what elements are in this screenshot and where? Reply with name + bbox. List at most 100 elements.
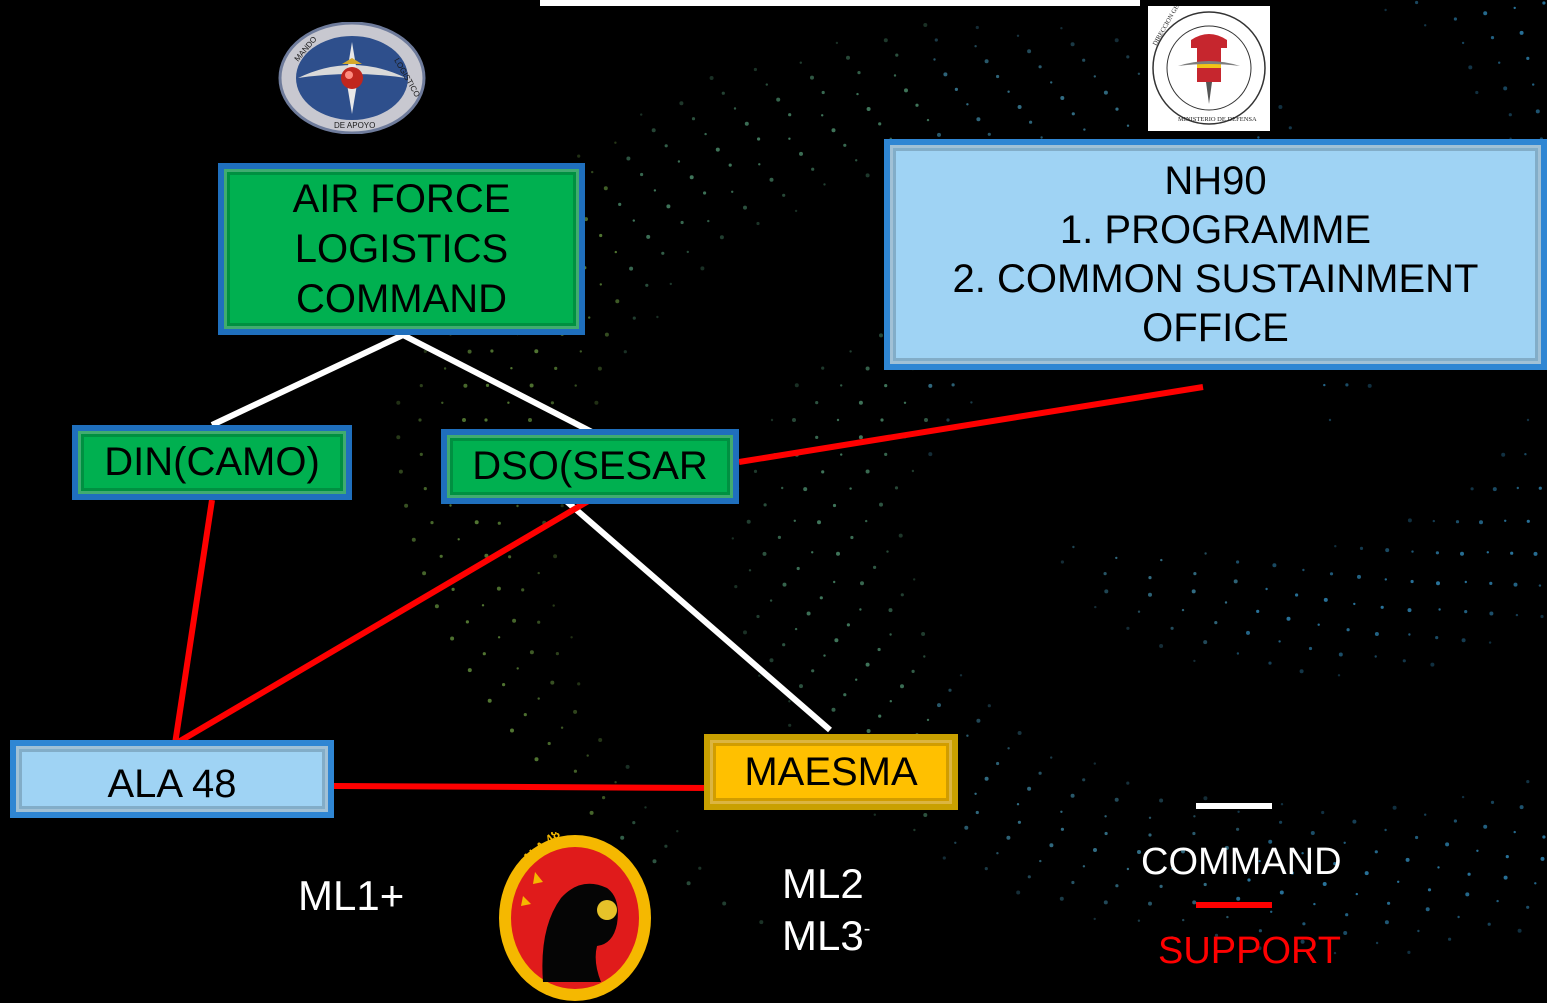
background-dot (588, 316, 591, 319)
background-dot (1352, 819, 1357, 824)
background-dot (1295, 593, 1299, 597)
background-dot (1257, 946, 1262, 951)
background-dot (1103, 900, 1108, 905)
background-dot (516, 667, 519, 670)
background-dot (954, 841, 957, 844)
background-dot (1016, 803, 1020, 806)
background-dot (873, 813, 876, 816)
background-dot (703, 191, 707, 195)
background-dot (398, 469, 403, 474)
background-dot (817, 520, 821, 525)
background-dot (1384, 8, 1387, 12)
background-dot (510, 367, 513, 370)
background-dot (423, 349, 427, 353)
background-dot (1082, 58, 1086, 62)
background-dot (849, 487, 852, 490)
background-dot (1460, 551, 1464, 556)
background-dot (884, 452, 888, 456)
background-dot (1060, 827, 1064, 831)
background-dot (796, 566, 800, 571)
background-dot (1093, 848, 1097, 852)
background-dot (1465, 892, 1470, 897)
background-dot (928, 452, 933, 457)
background-dot (1224, 601, 1228, 604)
background-dot (1082, 865, 1086, 868)
background-dot (1516, 486, 1520, 490)
dso-sesar-label: DSO(SESAR (472, 444, 708, 488)
background-dot (528, 418, 532, 422)
background-dot (577, 154, 581, 158)
background-dot (1313, 902, 1316, 906)
background-dot (490, 349, 494, 353)
background-dot (1181, 608, 1185, 612)
background-dot (1343, 931, 1348, 935)
background-dot (855, 678, 858, 681)
background-dot (1103, 572, 1107, 576)
background-dot (1247, 878, 1251, 882)
background-dot (1380, 605, 1384, 609)
background-dot (1082, 778, 1086, 782)
background-dot (1257, 136, 1260, 139)
din-camo-label: DIN(CAMO) (104, 440, 320, 484)
background-dot (1050, 756, 1053, 759)
background-dot (728, 163, 732, 167)
background-dot (1375, 941, 1379, 945)
background-dot (1236, 560, 1240, 564)
background-dot (734, 585, 738, 589)
background-dot (664, 144, 668, 148)
background-dot (1367, 383, 1372, 388)
background-dot (653, 189, 657, 192)
background-dot (877, 647, 881, 652)
background-dot (404, 503, 409, 508)
background-dot (1233, 579, 1238, 584)
background-dot (1384, 828, 1387, 832)
background-dot (781, 486, 784, 490)
background-dot (1489, 611, 1494, 616)
background-dot (1148, 576, 1152, 580)
background-dot (1467, 872, 1471, 876)
background-dot (1300, 939, 1305, 944)
background-dot (1535, 109, 1540, 114)
background-dot (884, 384, 888, 388)
background-dot (599, 283, 602, 286)
background-dot (523, 713, 527, 717)
background-dot (731, 190, 734, 193)
background-dot (686, 250, 689, 254)
background-dot (1278, 640, 1281, 643)
background-dot (928, 383, 933, 388)
background-dot (1505, 855, 1509, 859)
background-dot (1159, 884, 1163, 889)
background-dot (529, 650, 534, 655)
background-dot (1094, 605, 1097, 609)
background-dot (1256, 609, 1260, 614)
background-dot (883, 38, 888, 43)
background-dot (1126, 626, 1130, 630)
background-dot (1280, 803, 1284, 806)
background-dot (1384, 578, 1388, 581)
background-dot (911, 669, 915, 674)
background-dot (632, 316, 636, 320)
background-dot (1016, 34, 1020, 37)
background-dot (1461, 41, 1465, 45)
background-dot (1286, 616, 1291, 621)
background-dot (484, 553, 489, 558)
background-dot (1114, 38, 1119, 43)
background-dot (794, 383, 799, 388)
background-dot (1333, 862, 1337, 866)
background-dot (731, 537, 734, 540)
background-dot (419, 452, 423, 456)
background-dot (1490, 36, 1495, 40)
background-dot (599, 233, 603, 238)
background-dot (823, 654, 826, 657)
background-dot (418, 418, 422, 422)
background-dot (865, 662, 870, 667)
background-dot (497, 636, 501, 639)
background-dot (1115, 556, 1118, 560)
background-dot (1415, 835, 1419, 840)
background-dot (1137, 610, 1141, 613)
background-dot (823, 183, 826, 186)
support-line-ala48-maesma (333, 783, 713, 791)
background-dot (1405, 857, 1410, 862)
background-dot (1290, 871, 1294, 875)
background-dot (1203, 640, 1208, 645)
